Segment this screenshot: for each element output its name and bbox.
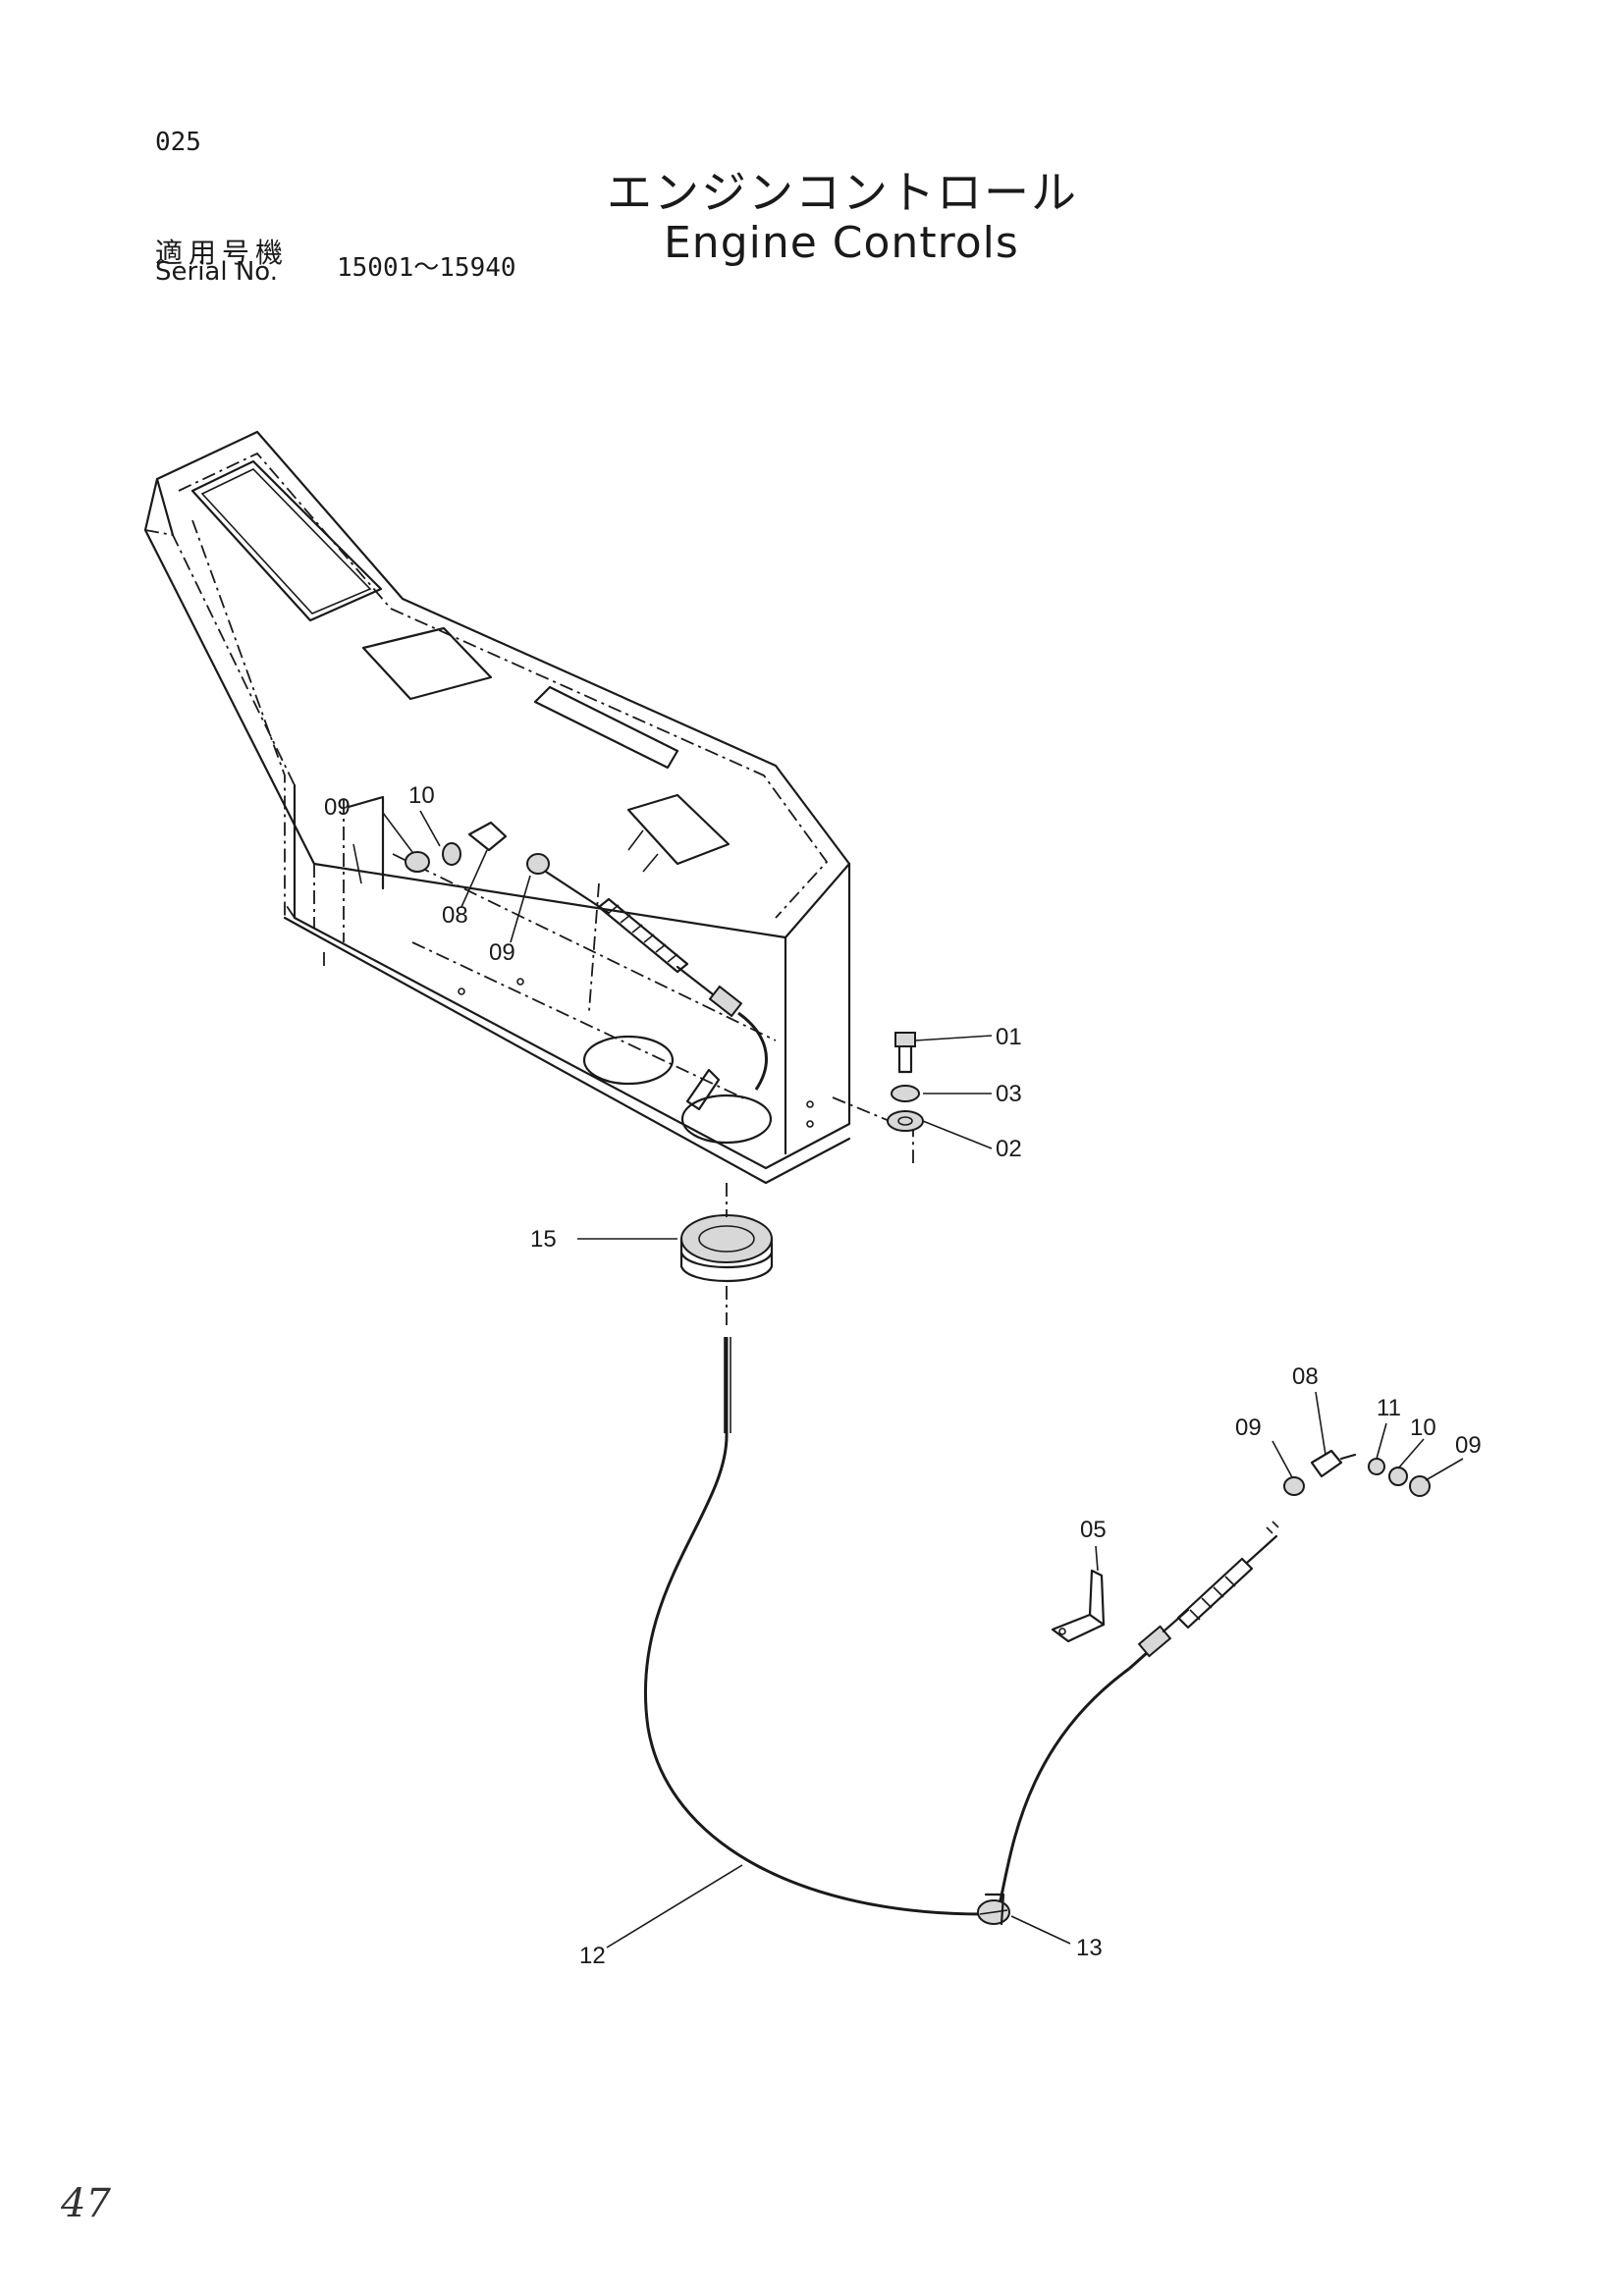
serial-label-english: Serial No. [155, 257, 278, 287]
throttle-cable [643, 1337, 1279, 1916]
cable-bracket [1051, 1569, 1106, 1643]
callout-labels: 01 03 02 15 10 09 08 09 08 11 10 09 09 0… [324, 782, 1482, 1969]
serial-number-range: 15001～15940 [337, 253, 516, 283]
diagram-title-japanese: エンジンコントロール [607, 166, 1078, 219]
page-number: 025 [155, 128, 201, 157]
callout-11: 11 [1377, 1395, 1401, 1421]
throttle-cable-upper-end [405, 821, 768, 1091]
callout-12: 12 [579, 1943, 606, 1969]
callout-15: 15 [530, 1226, 557, 1253]
callout-10-upper: 10 [408, 782, 435, 809]
cable-grommet [679, 1183, 774, 1325]
callout-09-lower-right: 09 [1455, 1432, 1482, 1459]
callout-09-upper-right: 09 [489, 939, 515, 966]
callout-09-upper-left: 09 [324, 794, 351, 821]
cable-clamp [977, 1893, 1010, 1926]
handwritten-note: 47 [61, 2181, 111, 2226]
callout-08-lower: 08 [1292, 1363, 1319, 1390]
callout-13: 13 [1076, 1935, 1103, 1961]
control-console-housing [143, 430, 914, 1185]
callout-03: 03 [996, 1081, 1022, 1107]
serial-label-japanese: 適用号機 [155, 237, 290, 269]
callout-05: 05 [1080, 1517, 1107, 1543]
callout-leader-lines [382, 810, 1464, 1949]
callout-02: 02 [996, 1136, 1022, 1162]
mounting-bolt-and-washers [887, 1032, 924, 1132]
diagram-title-english: Engine Controls [664, 218, 1019, 268]
callout-09-lower-left: 09 [1235, 1415, 1262, 1441]
callout-10-lower: 10 [1410, 1415, 1436, 1441]
callout-01: 01 [996, 1024, 1022, 1050]
callout-08-upper: 08 [442, 902, 468, 929]
